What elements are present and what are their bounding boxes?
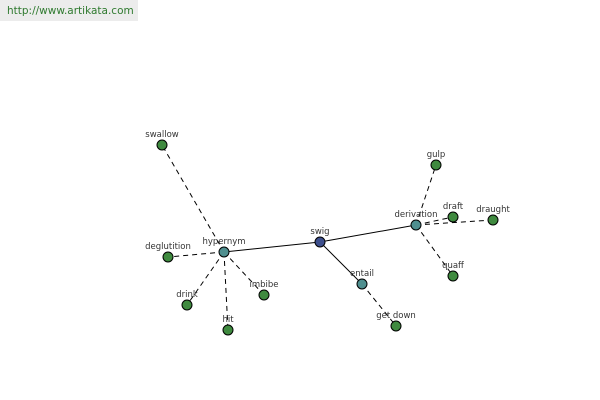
- edge-hypernym-hit: [223, 251, 229, 331]
- node-quaff[interactable]: [447, 270, 459, 282]
- edge-swig-entail: [319, 241, 363, 285]
- edge-entail-get-down: [361, 283, 397, 327]
- edge-hypernym-drink: [186, 251, 225, 306]
- label-entail[interactable]: entail: [350, 269, 374, 279]
- edge-swig-hypernym: [223, 241, 321, 253]
- edge-hypernym-deglutition: [167, 251, 225, 258]
- node-draught[interactable]: [487, 214, 499, 226]
- label-swallow[interactable]: swallow: [145, 130, 179, 140]
- label-draught[interactable]: draught: [476, 205, 510, 215]
- label-drink[interactable]: drink: [176, 290, 198, 300]
- edge-hypernym-swallow: [161, 144, 225, 253]
- node-hypernym[interactable]: [218, 246, 230, 258]
- label-deglutition[interactable]: deglutition: [145, 242, 191, 252]
- node-gulp[interactable]: [430, 159, 442, 171]
- node-swallow[interactable]: [156, 139, 168, 151]
- label-derivation[interactable]: derivation: [394, 210, 437, 220]
- edge-derivation-draught: [415, 219, 494, 226]
- graph-labels: swallow deglutition drink hit imbibe gulp draf…: [145, 130, 510, 325]
- site-url[interactable]: http://www.artikata.com: [0, 0, 138, 21]
- graph-nodes: [156, 139, 499, 336]
- label-get-down[interactable]: get down: [376, 311, 416, 321]
- node-drink[interactable]: [181, 299, 193, 311]
- label-hypernym[interactable]: hypernym: [202, 237, 245, 247]
- graph-edges: [161, 144, 494, 331]
- node-derivation[interactable]: [410, 219, 422, 231]
- edge-derivation-draft: [415, 216, 454, 226]
- node-swig[interactable]: [314, 236, 326, 248]
- label-draft[interactable]: draft: [443, 202, 464, 212]
- label-quaff[interactable]: quaff: [442, 261, 465, 271]
- label-hit[interactable]: hit: [222, 315, 234, 325]
- label-imbibe[interactable]: imbibe: [249, 280, 278, 290]
- label-gulp[interactable]: gulp: [427, 150, 446, 160]
- edge-hypernym-imbibe: [223, 251, 265, 296]
- edge-derivation-quaff: [415, 224, 454, 277]
- node-entail[interactable]: [356, 278, 368, 290]
- edge-derivation-gulp: [415, 164, 437, 226]
- label-swig[interactable]: swig: [310, 227, 329, 237]
- node-deglutition[interactable]: [162, 251, 174, 263]
- node-hit[interactable]: [222, 324, 234, 336]
- node-imbibe[interactable]: [258, 289, 270, 301]
- edge-swig-derivation: [319, 224, 417, 243]
- node-get-down[interactable]: [390, 320, 402, 332]
- node-draft[interactable]: [447, 211, 459, 223]
